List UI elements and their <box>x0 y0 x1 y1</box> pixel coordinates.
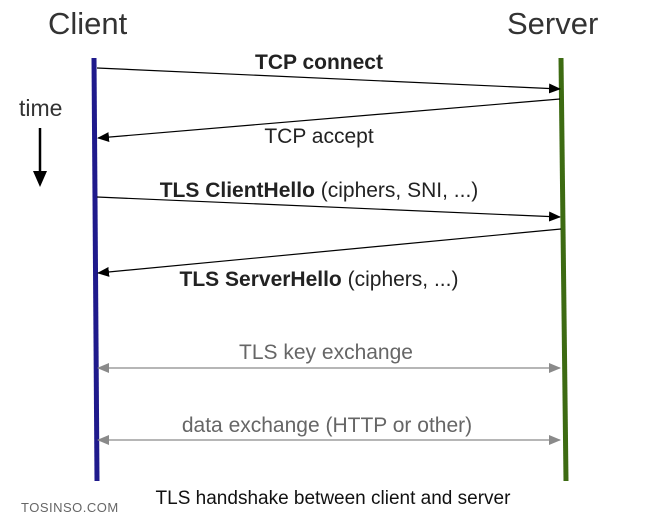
watermark-logo: TOSINSO.COM <box>21 500 119 515</box>
message-arrow-tcp-accept <box>97 98 561 143</box>
diagram-caption: TLS handshake between client and server <box>156 488 512 509</box>
message-label-tcp-connect: TCP connect <box>255 51 383 74</box>
message-label-tls-key-exchange: TLS key exchange <box>239 341 413 364</box>
server-actor-label: Server <box>507 6 598 41</box>
time-axis-arrowhead <box>33 171 47 187</box>
message-label-tls-serverhello: TLS ServerHello (ciphers, ...) <box>180 268 459 291</box>
message-arrow-tcp-connect <box>96 67 561 94</box>
message-label-data-exchange: data exchange (HTTP or other) <box>182 414 472 437</box>
client-actor-label: Client <box>48 6 128 41</box>
message-label-tcp-accept: TCP accept <box>264 125 373 148</box>
message-arrow-tls-serverhello <box>97 228 562 277</box>
client-lifeline <box>91 57 100 482</box>
message-label-tls-clienthello: TLS ClientHello (ciphers, SNI, ...) <box>160 179 479 202</box>
server-lifeline <box>558 57 569 482</box>
time-axis-label: time <box>19 95 62 121</box>
message-arrow-tls-clienthello <box>96 196 561 222</box>
